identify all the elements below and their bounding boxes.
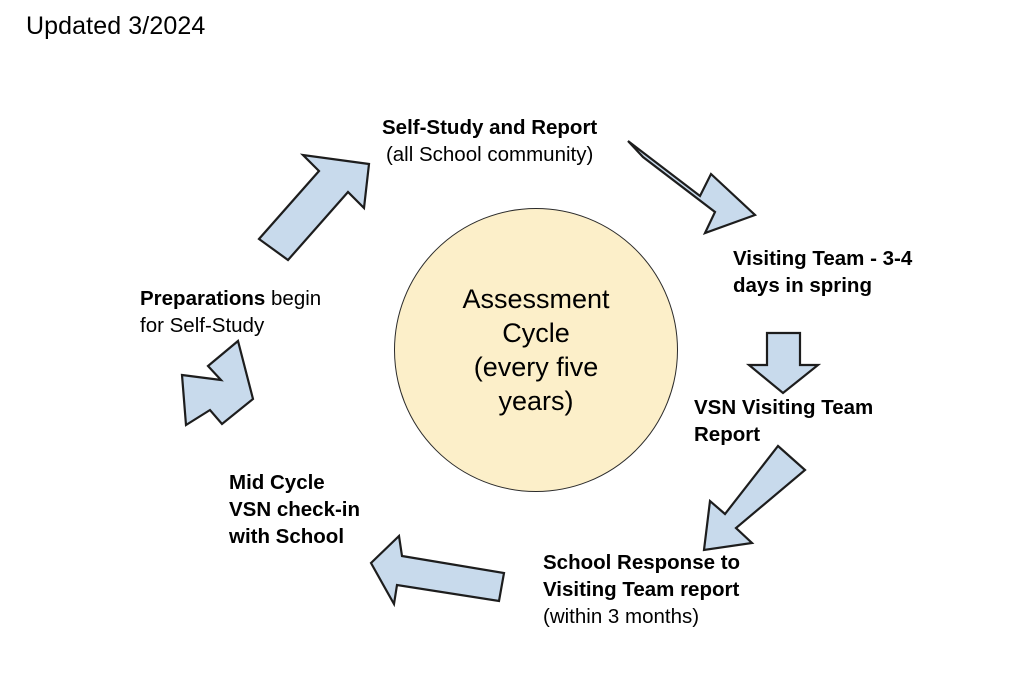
label-vsn-report-line-1: VSN Visiting Team xyxy=(694,396,874,419)
arrow-mid-cycle-to-preparations xyxy=(180,339,255,427)
label-mid-cycle-check-in: Mid Cycle VSN check-in with School xyxy=(229,469,360,550)
label-preparations-line-1: Preparations begin xyxy=(140,285,321,312)
label-visiting-team: Visiting Team - 3-4 days in spring xyxy=(733,245,912,299)
label-preparations-rest: begin xyxy=(265,287,322,310)
cycle-line-3: (every five xyxy=(473,352,599,382)
label-preparations-subtitle: for Self-Study xyxy=(140,314,265,337)
label-preparations: Preparations begin for Self-Study xyxy=(140,285,321,339)
updated-stamp: Updated 3/2024 xyxy=(26,12,206,40)
label-mid-cycle-line-3: with School xyxy=(229,525,345,548)
arrow-self-study-to-visiting-team xyxy=(627,140,758,235)
label-self-study-title: Self-Study and Report xyxy=(382,116,598,139)
label-preparations-bold: Preparations xyxy=(140,287,266,310)
label-visiting-team-line-2: days in spring xyxy=(733,274,872,297)
arrow-vsn-report-to-school-response xyxy=(702,444,807,552)
label-school-response-subtitle: (within 3 months) xyxy=(543,605,700,628)
cycle-line-4: years) xyxy=(498,386,574,416)
label-self-study: Self-Study and Report (all School commun… xyxy=(382,114,597,168)
label-school-response-line-1: School Response to xyxy=(543,551,741,574)
assessment-cycle-circle: Assessment Cycle (every five years) xyxy=(394,208,678,492)
label-mid-cycle-line-1: Mid Cycle xyxy=(229,471,325,494)
label-visiting-team-line-1: Visiting Team - 3-4 xyxy=(733,247,913,270)
cycle-line-2: Cycle xyxy=(502,318,570,348)
label-school-response: School Response to Visiting Team report … xyxy=(543,549,740,630)
cycle-line-1: Assessment xyxy=(462,284,610,314)
arrow-visiting-team-to-vsn-report xyxy=(745,331,822,395)
label-vsn-visiting-team-report: VSN Visiting Team Report xyxy=(694,394,873,448)
arrow-preparations-to-self-study xyxy=(257,153,371,262)
label-mid-cycle-line-2: VSN check-in xyxy=(229,498,361,521)
label-self-study-subtitle: (all School community) xyxy=(385,143,594,166)
label-vsn-report-line-2: Report xyxy=(694,423,761,446)
label-school-response-line-2: Visiting Team report xyxy=(543,578,740,601)
arrow-school-response-to-mid-cycle xyxy=(369,533,506,608)
